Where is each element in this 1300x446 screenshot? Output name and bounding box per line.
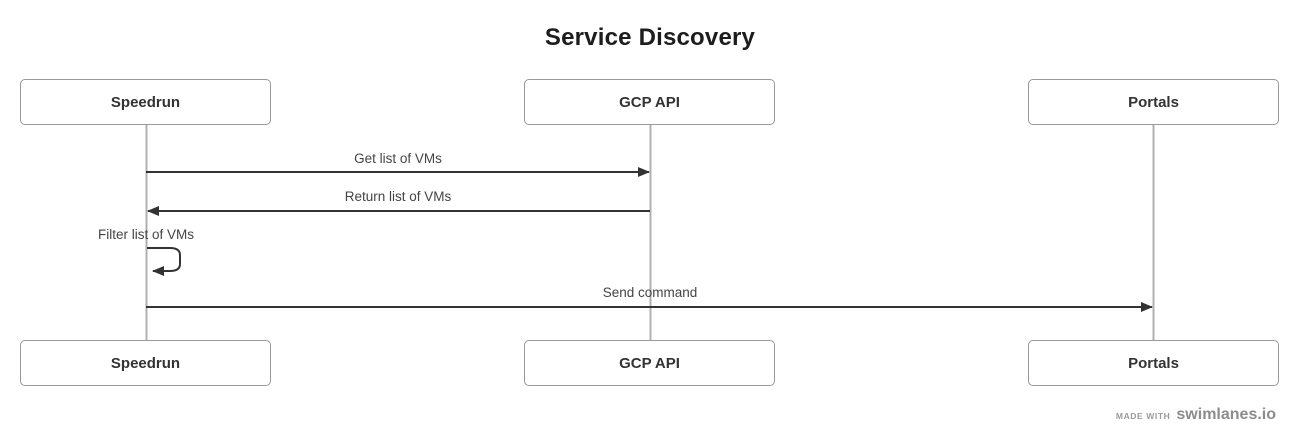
actor-box-gcp-api-top: GCP API xyxy=(524,79,775,125)
actor-label-gcp-api-top: GCP API xyxy=(619,93,680,111)
actor-box-speedrun-bottom: Speedrun xyxy=(20,340,271,386)
made-with-label: MADE WITH xyxy=(1115,411,1171,421)
message-label-filter-list-of-vms: Filter list of VMs xyxy=(97,227,195,242)
swimlanes-brand-link[interactable]: swimlanes.io xyxy=(1176,406,1276,423)
actor-label-gcp-api-bottom: GCP API xyxy=(619,354,680,372)
message-label-get-list-of-vms: Get list of VMs xyxy=(354,151,442,166)
actor-label-speedrun-bottom: Speedrun xyxy=(110,354,181,372)
actor-box-gcp-api-bottom: GCP API xyxy=(524,340,775,386)
actor-label-speedrun-top: Speedrun xyxy=(110,93,181,111)
message-label-send-command: Send command xyxy=(602,285,698,300)
diagram-title: Service Discovery xyxy=(544,24,756,51)
actor-box-speedrun-top: Speedrun xyxy=(20,79,271,125)
actor-box-portals-top: Portals xyxy=(1028,79,1279,125)
actor-label-portals-top: Portals xyxy=(1128,93,1179,111)
actor-box-portals-bottom: Portals xyxy=(1028,340,1279,386)
message-label-return-list-of-vms: Return list of VMs xyxy=(344,189,452,204)
actor-label-portals-bottom: Portals xyxy=(1128,354,1179,372)
arrow-self-loop-filter-list xyxy=(147,247,181,276)
footer-credit: MADE WITH swimlanes.io xyxy=(1116,406,1276,424)
